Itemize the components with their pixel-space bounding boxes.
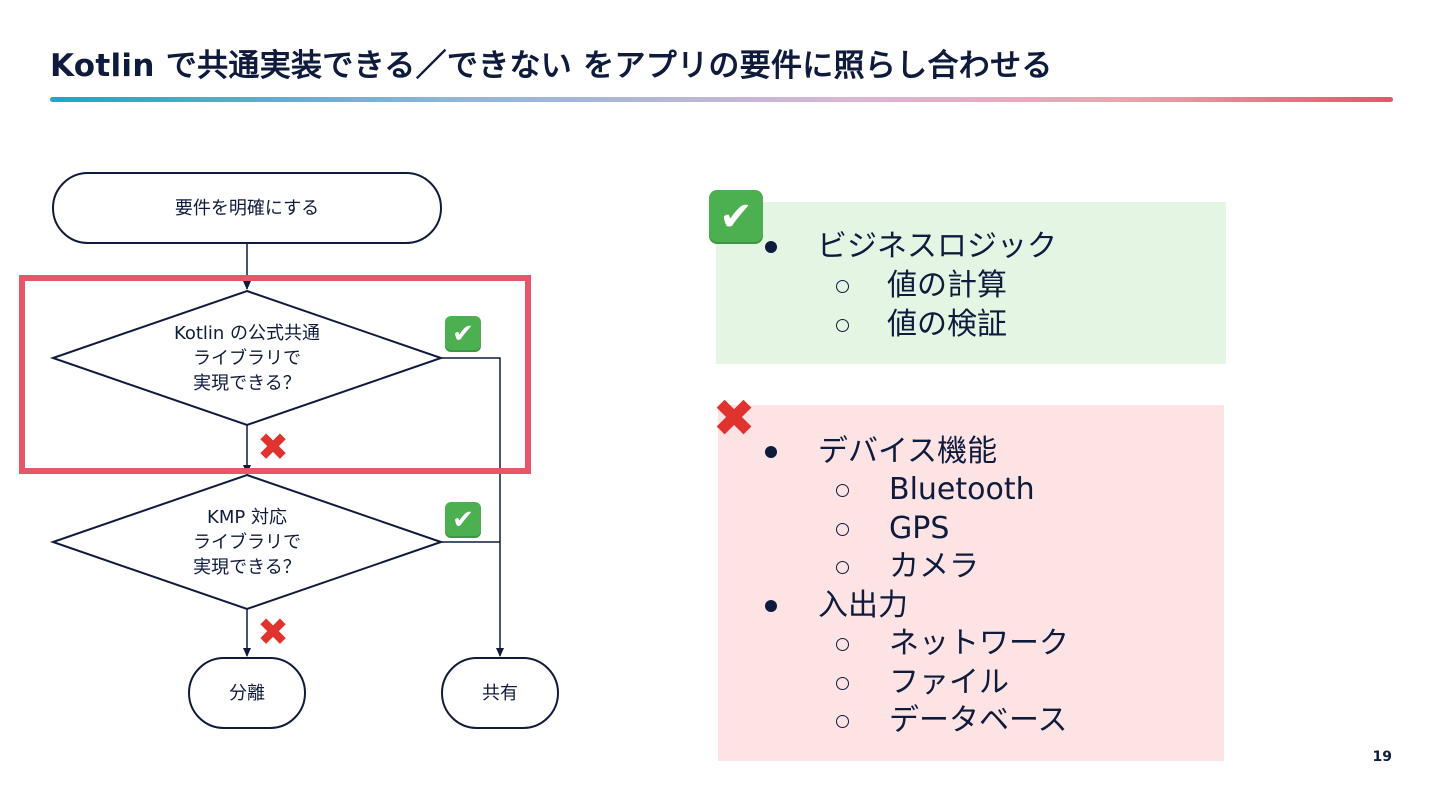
- connector-d1-yes: [441, 357, 504, 657]
- list-subitem: GPS: [889, 511, 950, 546]
- start-label: 要件を明確にする: [174, 197, 320, 219]
- bullet: [765, 600, 777, 612]
- not-shareable-panel: [718, 405, 1224, 761]
- list-item: 入出力: [818, 588, 908, 623]
- sub-bullet: [836, 319, 849, 332]
- cross-mark-icon: ✖: [257, 425, 289, 469]
- bullet: [765, 446, 777, 458]
- check-mark-icon: ✔: [709, 190, 763, 244]
- shareable-panel: [716, 202, 1226, 364]
- decision-1-label: Kotlin の公式共通 ライブラリで 実現できる？: [173, 322, 321, 394]
- page-number: 19: [1372, 749, 1392, 765]
- list-subitem: Bluetooth: [889, 472, 1035, 507]
- slide-title: Kotlin で共通実装できる／できない をアプリの要件に照らし合わせる: [50, 48, 1053, 84]
- title-underline: [50, 97, 1393, 102]
- sub-bullet: [836, 561, 849, 574]
- end-separate-label: 分離: [229, 682, 265, 704]
- list-subitem: 値の検証: [887, 307, 1007, 342]
- list-item: ビジネスロジック: [817, 229, 1057, 264]
- sub-bullet: [836, 715, 849, 728]
- bullet: [765, 241, 777, 253]
- check-mark-icon: ✔: [445, 502, 481, 538]
- end-share-terminal: [441, 657, 559, 729]
- list-item: デバイス機能: [818, 434, 998, 469]
- decision-2-label: KMP 対応 ライブラリで 実現できる？: [193, 506, 301, 578]
- sub-bullet: [836, 677, 849, 690]
- end-share-label: 共有: [482, 682, 518, 704]
- end-separate-terminal: [188, 657, 306, 729]
- list-subitem: ファイル: [889, 665, 1009, 700]
- sub-bullet: [836, 484, 849, 497]
- highlight-box: [19, 275, 531, 474]
- check-mark-icon: ✔: [445, 316, 481, 352]
- list-subitem: カメラ: [889, 549, 979, 584]
- list-subitem: データベース: [889, 703, 1068, 738]
- sub-bullet: [836, 280, 849, 293]
- sub-bullet: [836, 638, 849, 651]
- list-subitem: ネットワーク: [889, 626, 1069, 661]
- list-subitem: 値の計算: [887, 268, 1007, 303]
- sub-bullet: [836, 523, 849, 536]
- cross-mark-icon: ✖: [257, 610, 289, 654]
- cross-mark-icon: ✖: [712, 389, 756, 449]
